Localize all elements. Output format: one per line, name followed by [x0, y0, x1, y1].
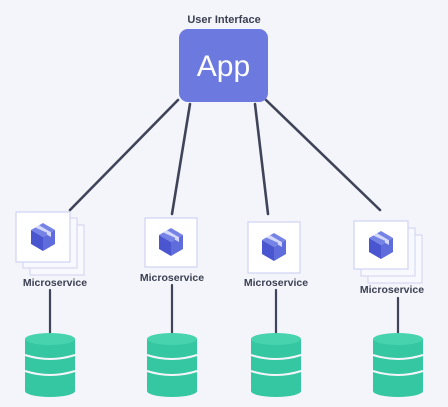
- connector-1: [68, 98, 180, 212]
- service-node-1: Microservice: [15, 211, 87, 289]
- service-label-4: Microservice: [360, 284, 424, 296]
- database-icon: [372, 332, 424, 398]
- service-node-3: Microservice: [244, 221, 308, 289]
- db-connectors: [48, 283, 400, 336]
- service-label-2: Microservice: [140, 272, 204, 284]
- service-label-1: Microservice: [23, 277, 87, 289]
- connector-4: [264, 98, 382, 212]
- service-label-3: Microservice: [244, 277, 308, 289]
- app-box: [179, 29, 268, 102]
- connector-3: [253, 102, 270, 216]
- connectors: [68, 98, 382, 216]
- database-icon: [24, 332, 76, 398]
- app-label: App: [197, 50, 250, 83]
- connector-2: [170, 102, 192, 216]
- service-node-2: Microservice: [140, 217, 204, 284]
- database-icon: [250, 332, 302, 398]
- service-node-4: Microservice: [353, 220, 424, 296]
- app-node: App: [179, 29, 268, 102]
- user-interface-label: User Interface: [187, 14, 260, 26]
- database-icon: [146, 332, 198, 398]
